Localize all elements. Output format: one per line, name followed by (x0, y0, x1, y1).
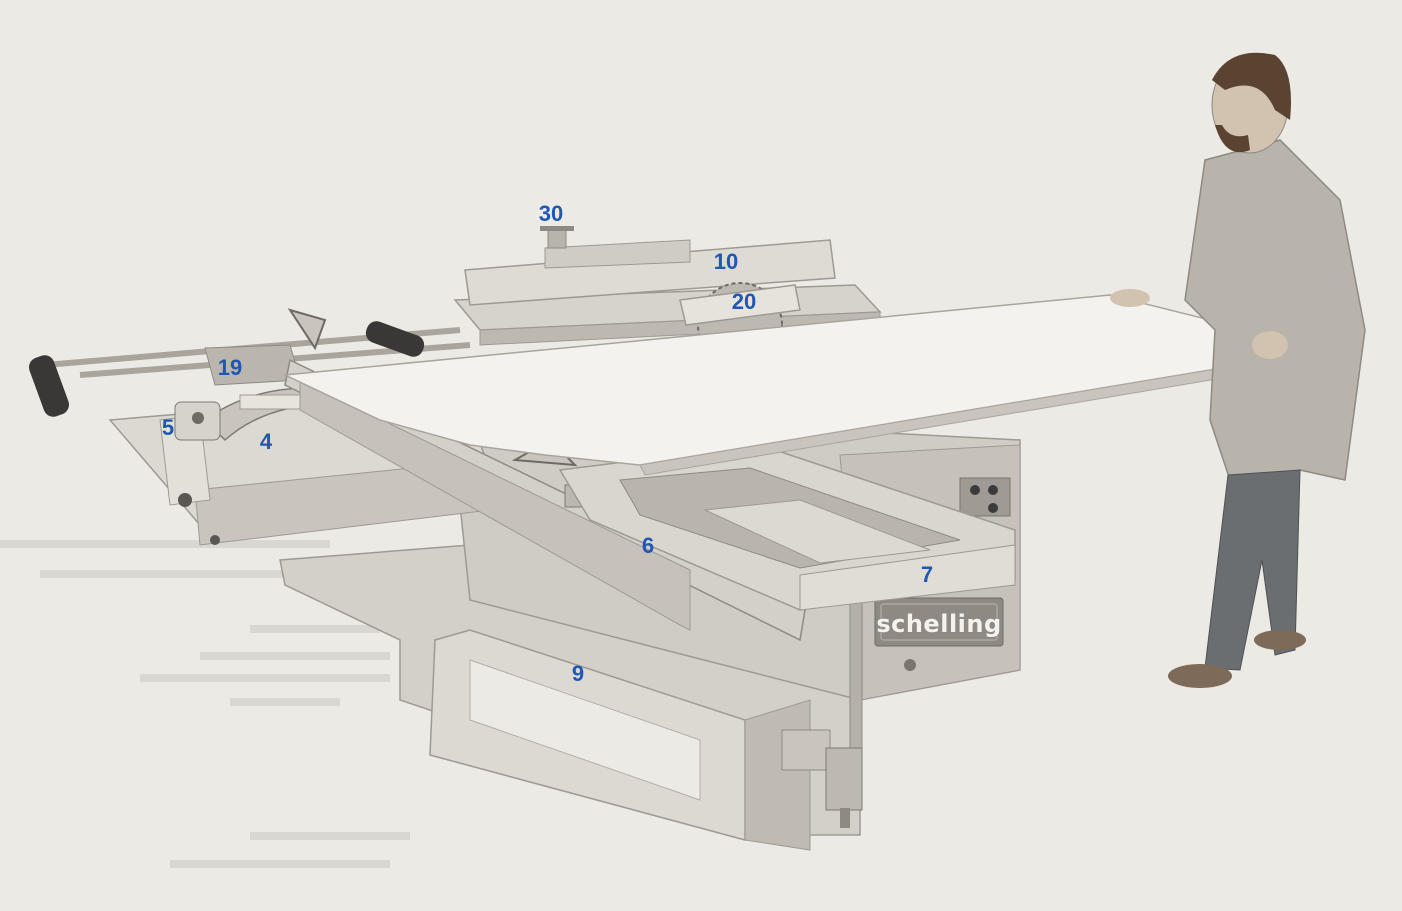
callout-19: 19 (217, 355, 243, 380)
crosscut-frame (558, 444, 1016, 611)
clamp-device (174, 401, 221, 441)
callout-10: 10 (713, 249, 739, 274)
callout-6: 6 (641, 533, 655, 558)
background-text-bleed (0, 540, 410, 868)
rip-fence (464, 226, 836, 306)
arm-handles (28, 321, 425, 417)
base-frame (279, 544, 861, 851)
operator-person (1110, 52, 1366, 688)
callout-30: 30 (538, 201, 564, 226)
brand-plate (874, 597, 1004, 647)
callout-20: 20 (731, 289, 757, 314)
callout-7: 7 (920, 562, 934, 587)
callout-5: 5 (161, 415, 175, 440)
callout-9: 9 (571, 661, 585, 686)
brand-logo-text: schelling (876, 610, 1002, 638)
callout-4: 4 (259, 429, 273, 454)
